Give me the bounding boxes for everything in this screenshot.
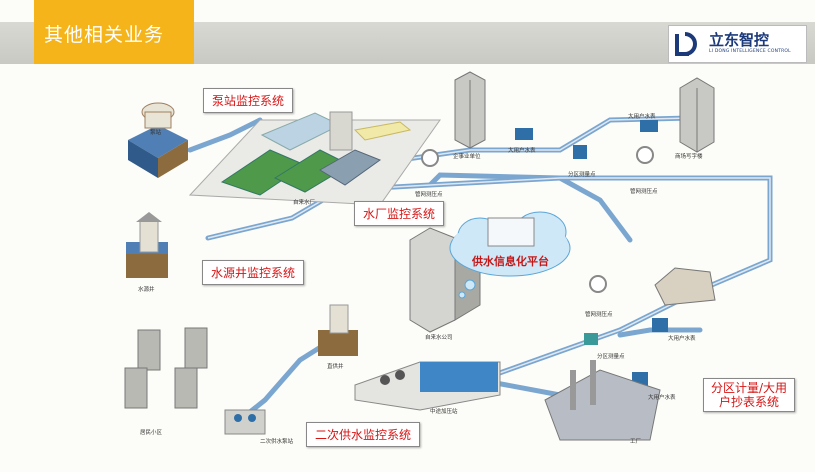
callout-water-plant: 水厂监控系统 — [354, 201, 445, 226]
pressure-gauge-icons — [421, 146, 654, 293]
label-factory: 工厂 — [630, 439, 642, 445]
company-logo: 立东智控 LI DONG INTELLIGENCE CONTROL — [668, 25, 807, 63]
label-enterprise: 企事业单位 — [453, 154, 481, 160]
label-water-plant: 自来水厂 — [293, 200, 316, 206]
label-zone-point-1: 分区测量点 — [568, 172, 596, 178]
title-box — [34, 0, 194, 64]
callout-pump-station: 泵站监控系统 — [203, 88, 294, 113]
residential-buildings — [124, 327, 208, 409]
secondary-station — [224, 409, 266, 435]
callout-zone-metering-line2: 户抄表系统 — [719, 395, 780, 409]
pump-station — [128, 102, 188, 178]
enterprise-building — [454, 71, 486, 149]
page-title: 其他相关业务 — [44, 24, 165, 46]
callout-zone-metering: 分区计量/大用 户抄表系统 — [703, 378, 796, 412]
label-pipe-pressure-2: 管网测压点 — [630, 189, 658, 195]
label-mall: 商场写字楼 — [675, 154, 703, 160]
mall-building — [679, 77, 715, 153]
label-pump-top: 泵站 — [150, 130, 162, 136]
label-water-well: 水源井 — [138, 287, 155, 293]
water-well — [126, 212, 168, 278]
label-pipe-pressure-3: 管网测压点 — [585, 312, 613, 318]
logo-name: 立东智控 — [709, 31, 770, 49]
platform-label: 供水信息化平台 — [472, 255, 549, 268]
label-direct-well: 直供井 — [327, 364, 344, 370]
callout-secondary-supply: 二次供水监控系统 — [306, 422, 421, 447]
house — [654, 267, 716, 306]
label-residential: 居民小区 — [140, 430, 163, 436]
label-big-meter-1: 大用户水表 — [508, 148, 536, 154]
callout-zone-metering-line1: 分区计量/大用 — [711, 381, 788, 395]
label-secondary-station: 二次供水泵站 — [260, 439, 294, 445]
booster-station — [354, 361, 501, 411]
logo-subtitle: LI DONG INTELLIGENCE CONTROL — [709, 49, 791, 54]
water-meter-icons — [515, 120, 668, 386]
platform-cloud — [449, 211, 571, 299]
label-water-company: 自来水公司 — [425, 335, 453, 341]
logo-icon — [675, 32, 697, 56]
label-zone-point-2: 分区测量点 — [597, 354, 625, 360]
label-big-meter-2: 大用户水表 — [628, 114, 656, 120]
water-plant — [188, 111, 441, 206]
factory — [544, 360, 661, 441]
label-big-meter-3: 大用户水表 — [668, 336, 696, 342]
label-mid-pump: 中途加压站 — [430, 409, 458, 415]
label-pipe-pressure-1: 管网测压点 — [415, 192, 443, 198]
label-big-meter-4: 大用户水表 — [648, 395, 676, 401]
callout-water-well: 水源井监控系统 — [202, 260, 305, 285]
direct-well — [318, 304, 358, 356]
